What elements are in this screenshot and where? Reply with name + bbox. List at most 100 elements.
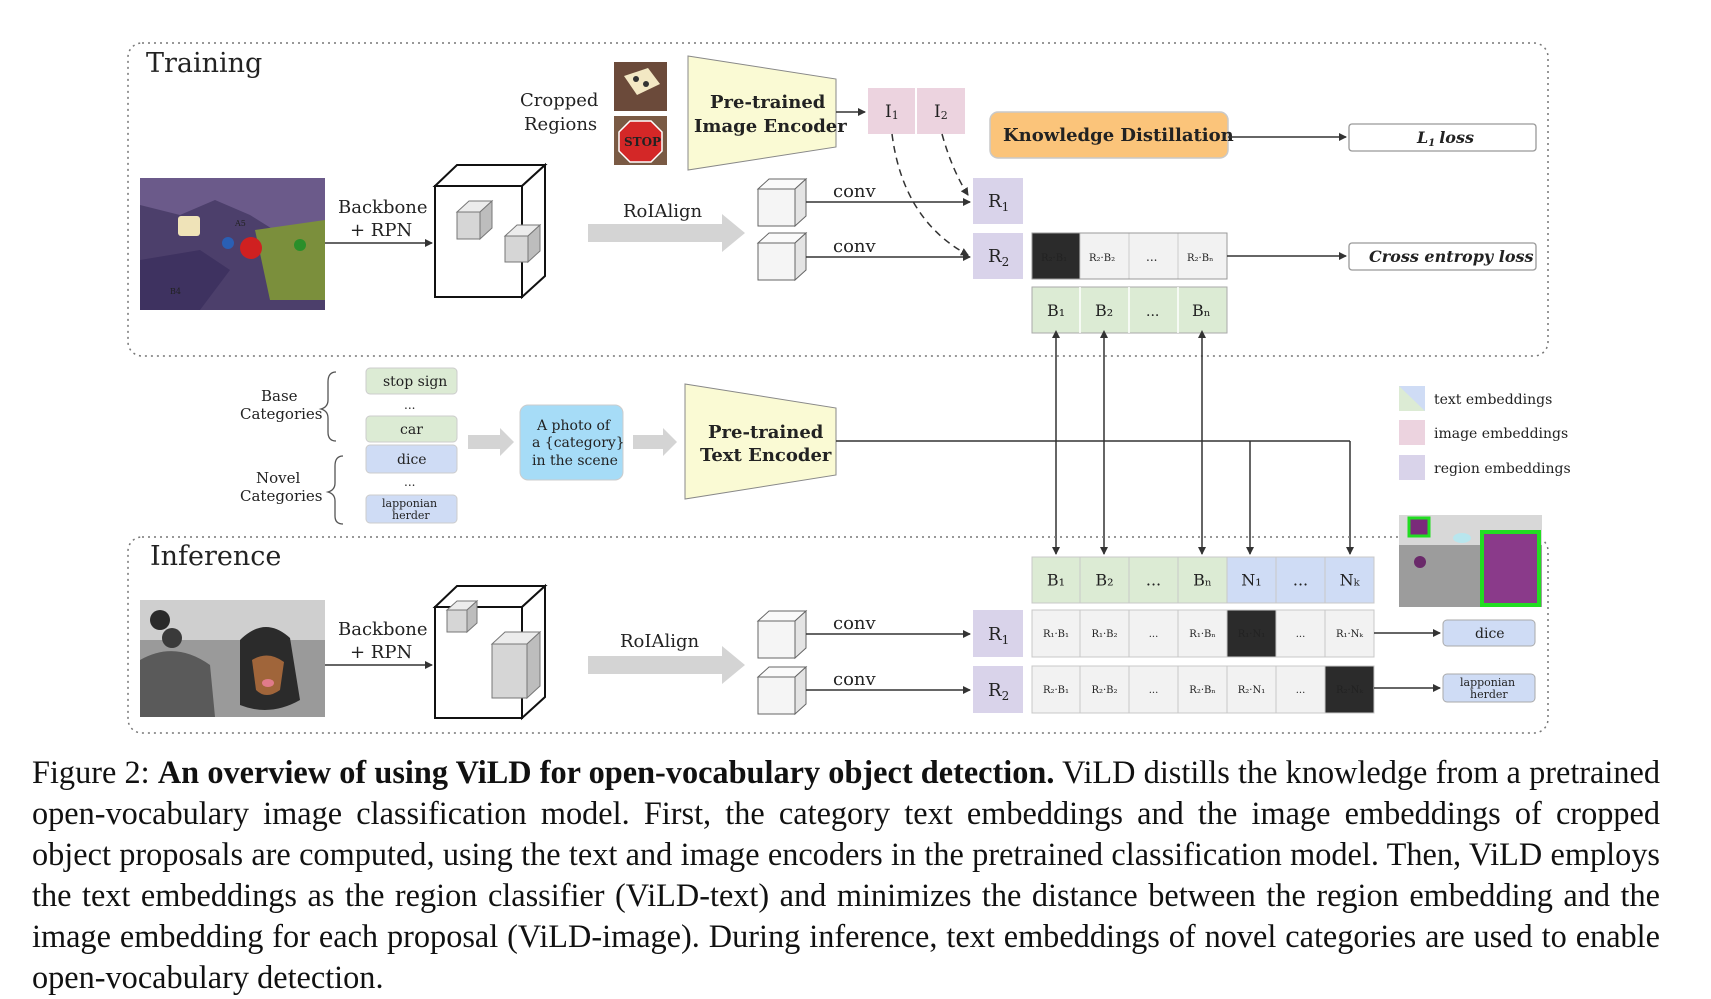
text-encoder-label-1: Pre-trained bbox=[708, 422, 824, 443]
training-proposal-box-2 bbox=[503, 223, 542, 264]
inference-score-r1-6-cell bbox=[1324, 609, 1375, 658]
category-item-car: car bbox=[365, 415, 458, 443]
output-lapponian-label-1: lapponian bbox=[1460, 676, 1515, 689]
caption-title: An overview of using ViLD for open-vocab… bbox=[157, 754, 1055, 790]
inference-score-r2-1-cell bbox=[1079, 665, 1130, 714]
category-item-stop-sign: stop sign bbox=[365, 367, 458, 395]
inference-backbone-label: Backbone bbox=[338, 619, 428, 640]
inference-score-r1-4: R₁·N₁ bbox=[1238, 629, 1265, 640]
inference-score-r1-6: R₁·Nₖ bbox=[1336, 629, 1363, 640]
training-score-4: R₂·Bₙ bbox=[1187, 253, 1213, 264]
legend-text-embeddings: text embeddings bbox=[1399, 386, 1552, 411]
legend-region-embeddings: region embeddings bbox=[1399, 455, 1571, 480]
caption-body: ViLD distills the knowledge from a pretr… bbox=[32, 754, 1660, 995]
image-embedding-i1 bbox=[868, 88, 915, 134]
inference-embedding-2-cell bbox=[1128, 556, 1179, 604]
inference-embedding-1-cell bbox=[1079, 556, 1130, 604]
svg-text:stop sign: stop sign bbox=[383, 374, 447, 390]
inference-embedding-6: Nₖ bbox=[1340, 570, 1361, 589]
image-encoder-label-2: Image Encoder bbox=[694, 116, 847, 137]
text-encoder bbox=[684, 383, 837, 500]
inference-score-r1-1: R₁·B₂ bbox=[1091, 629, 1117, 640]
inference-embedding-0: B₁ bbox=[1047, 570, 1065, 589]
base-categories-label-2: Categories bbox=[240, 405, 323, 423]
cropped-region-dice bbox=[614, 62, 667, 111]
inference-embedding-0-cell bbox=[1031, 556, 1081, 604]
inference-score-r1-0: R₁·B₁ bbox=[1043, 629, 1069, 640]
knowledge-distillation-box bbox=[989, 111, 1229, 159]
output-dice-label: dice bbox=[1475, 626, 1505, 642]
image-embedding-i1-label: I1 bbox=[885, 102, 899, 122]
inference-conv-label-1: conv bbox=[833, 613, 877, 634]
training-rpn-label: + RPN bbox=[350, 220, 412, 241]
vild-overview-figure: Training B4 A5 Backbone + RPN bbox=[127, 42, 1571, 734]
novel-categories-label-2: Categories bbox=[240, 487, 323, 505]
inference-score-r2-5: ... bbox=[1296, 685, 1306, 696]
training-proposal-box-1 bbox=[455, 199, 494, 241]
inference-score-r1-3-cell bbox=[1177, 609, 1228, 658]
output-dice-box bbox=[1442, 619, 1536, 647]
inference-score-r1-1-cell bbox=[1079, 609, 1130, 658]
novel-category-ellipsis: ... bbox=[404, 475, 415, 489]
inference-score-r1-5-cell bbox=[1275, 609, 1326, 658]
inference-score-r2-3: R₂·Bₙ bbox=[1189, 685, 1215, 696]
inference-score-r1-0-cell bbox=[1031, 609, 1081, 658]
inference-score-r2-6: R₂·Nₖ bbox=[1336, 685, 1363, 696]
inference-input-photo bbox=[140, 600, 325, 717]
inference-score-r2-4-cell bbox=[1226, 665, 1277, 714]
training-roi-feature-2 bbox=[756, 231, 808, 282]
figure-caption: Figure 2: An overview of using ViLD for … bbox=[32, 752, 1660, 998]
image-embedding-i2-label: I2 bbox=[934, 102, 948, 122]
inference-proposal-box-1 bbox=[445, 599, 479, 634]
caption-prefix: Figure 2: bbox=[32, 754, 150, 790]
inference-region-embedding-r2 bbox=[973, 666, 1023, 713]
training-score-2: R₂·B₂ bbox=[1089, 253, 1115, 264]
knowledge-distillation-label: Knowledge Distillation bbox=[1003, 125, 1234, 146]
image-encoder-label-1: Pre-trained bbox=[710, 92, 826, 113]
cross-entropy-loss-label: Cross entropy loss bbox=[1369, 247, 1534, 266]
inference-score-r1-2: ... bbox=[1149, 629, 1159, 640]
inference-embedding-1: B₂ bbox=[1095, 570, 1113, 589]
svg-text:A5: A5 bbox=[234, 219, 246, 228]
l1-loss-box bbox=[1348, 123, 1537, 152]
prompt-line-1: A photo of bbox=[536, 418, 612, 434]
cropped-label-1: Cropped bbox=[520, 90, 598, 111]
inference-score-r1-5: ... bbox=[1296, 629, 1306, 640]
inference-score-r2-3-cell bbox=[1177, 665, 1228, 714]
training-conv-label-1: conv bbox=[833, 181, 877, 202]
inference-embedding-6-cell bbox=[1324, 556, 1375, 604]
training-score-3: ... bbox=[1146, 250, 1157, 264]
training-roialign-arrow bbox=[588, 214, 745, 252]
category-item-dice: dice bbox=[365, 444, 458, 474]
training-embedding-b1: B₁ bbox=[1047, 301, 1065, 320]
training-score-row: R₂·B₁ R₂·B₂ ... R₂·Bₙ bbox=[1031, 232, 1228, 280]
inference-embedding-3-cell bbox=[1177, 556, 1228, 604]
cross-entropy-loss-box bbox=[1348, 242, 1537, 271]
svg-text:herder: herder bbox=[392, 509, 430, 522]
svg-text:car: car bbox=[400, 422, 423, 438]
inference-proposal-box-2 bbox=[490, 630, 542, 700]
inference-embedding-2: ... bbox=[1146, 570, 1161, 589]
training-embedding-b2: B₂ bbox=[1095, 301, 1113, 320]
svg-text:text embeddings: text embeddings bbox=[1434, 392, 1552, 408]
inference-score-row-1: R₁·B₁ R₁·B₂... R₁·Bₙ R₁·N₁... R₁·Nₖ bbox=[1031, 609, 1375, 658]
category-item-lapponian-herder: lapponian herder bbox=[365, 494, 458, 524]
inference-embedding-5-cell bbox=[1275, 556, 1326, 604]
training-backbone-label: Backbone bbox=[338, 197, 428, 218]
inference-score-r1-3: R₁·Bₙ bbox=[1189, 629, 1215, 640]
training-region-r2-label: R2 bbox=[988, 246, 1009, 269]
base-category-ellipsis: ... bbox=[404, 398, 415, 412]
svg-text:image embeddings: image embeddings bbox=[1434, 426, 1568, 442]
detection-result-photo bbox=[1399, 515, 1542, 607]
legend: text embeddings image embeddings region … bbox=[1399, 386, 1571, 480]
image-encoder bbox=[687, 55, 837, 171]
inference-score-r1-4-cell bbox=[1226, 609, 1277, 658]
inference-score-r2-1: R₂·B₂ bbox=[1091, 685, 1117, 696]
inference-score-r2-2-cell bbox=[1128, 665, 1179, 714]
inference-title: Inference bbox=[150, 541, 281, 572]
inference-score-r2-5-cell bbox=[1275, 665, 1326, 714]
training-region-embedding-r2 bbox=[973, 233, 1023, 279]
inference-embedding-5: ... bbox=[1293, 570, 1308, 589]
inference-score-r2-6-cell bbox=[1324, 665, 1375, 714]
